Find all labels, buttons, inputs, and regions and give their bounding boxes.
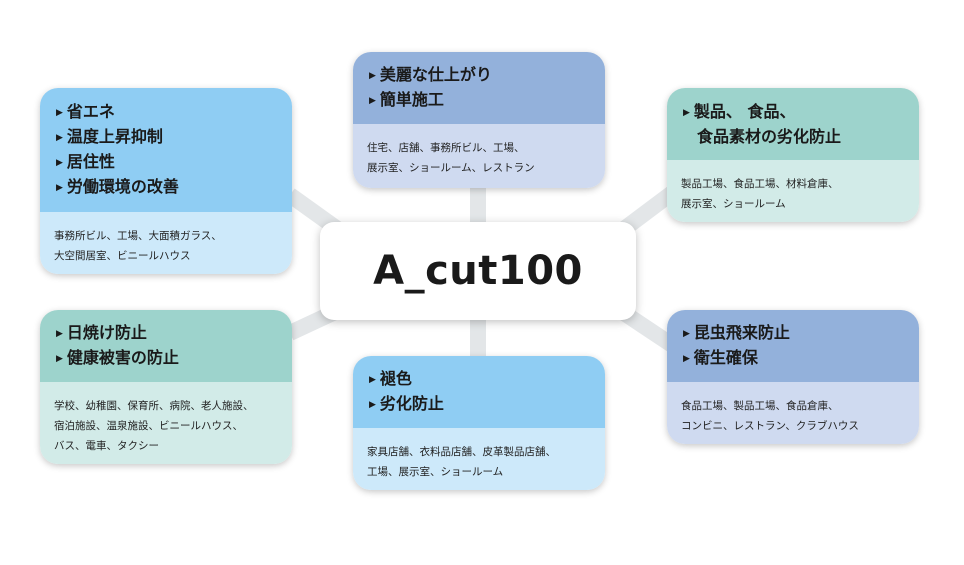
- body-line: 大空間居室、ビニールハウス: [54, 250, 191, 262]
- heading-line: ▶美麗な仕上がり: [369, 63, 593, 88]
- card-body: 家具店舗、衣料品店舗、皮革製品店舗、 工場、展示室、ショールーム: [353, 428, 605, 490]
- body-line: 製品工場、食品工場、材料倉庫、: [681, 178, 839, 190]
- card-body: 製品工場、食品工場、材料倉庫、 展示室、ショールーム: [667, 160, 919, 222]
- body-line: 住宅、店舗、事務所ビル、工場、: [367, 142, 525, 154]
- heading-line: ▶労働環境の改善: [56, 175, 280, 200]
- body-line: 工場、展示室、ショールーム: [367, 466, 504, 478]
- card-heading: ▶日焼け防止 ▶健康被害の防止: [40, 310, 292, 382]
- card-heading: ▶昆虫飛来防止 ▶衛生確保: [667, 310, 919, 382]
- card-heading: ▶褪色 ▶劣化防止: [353, 356, 605, 428]
- bullet-triangle-icon: ▶: [369, 96, 376, 106]
- heading-line: ▶簡単施工: [369, 88, 593, 113]
- body-line: コンビニ、レストラン、クラブハウス: [681, 420, 859, 432]
- heading-line: ▶温度上昇抑制: [56, 125, 280, 150]
- bullet-triangle-icon: ▶: [683, 329, 690, 339]
- bullet-triangle-icon: ▶: [56, 329, 63, 339]
- bullet-triangle-icon: ▶: [56, 158, 63, 168]
- card-body: 事務所ビル、工場、大面積ガラス、 大空間居室、ビニールハウス: [40, 212, 292, 274]
- card-product-protection: ▶製品、 食品、 食品素材の劣化防止 製品工場、食品工場、材料倉庫、 展示室、シ…: [667, 88, 919, 222]
- heading-line: ▶居住性: [56, 150, 280, 175]
- bullet-triangle-icon: ▶: [369, 71, 376, 81]
- card-insect-prevention: ▶昆虫飛来防止 ▶衛生確保 食品工場、製品工場、食品倉庫、 コンビニ、レストラン…: [667, 310, 919, 444]
- bullet-triangle-icon: ▶: [56, 354, 63, 364]
- bullet-triangle-icon: ▶: [369, 400, 376, 410]
- bullet-triangle-icon: ▶: [683, 107, 690, 118]
- card-energy-saving: ▶省エネ ▶温度上昇抑制 ▶居住性 ▶労働環境の改善 事務所ビル、工場、大面積ガ…: [40, 88, 292, 274]
- body-line: 宿泊施設、温泉施設、ビニールハウス、: [54, 420, 243, 432]
- body-line: 家具店舗、衣料品店舗、皮革製品店舗、: [367, 446, 556, 458]
- card-heading: ▶製品、 食品、 食品素材の劣化防止: [667, 88, 919, 160]
- center-product-name: A_cut100: [320, 222, 636, 320]
- bullet-triangle-icon: ▶: [56, 133, 63, 143]
- card-fading-prevention: ▶褪色 ▶劣化防止 家具店舗、衣料品店舗、皮革製品店舗、 工場、展示室、ショール…: [353, 356, 605, 490]
- card-heading: ▶省エネ ▶温度上昇抑制 ▶居住性 ▶労働環境の改善: [40, 88, 292, 212]
- card-easy-finish: ▶美麗な仕上がり ▶簡単施工 住宅、店舗、事務所ビル、工場、 展示室、ショールー…: [353, 52, 605, 188]
- heading-line: ▶褪色: [369, 367, 593, 392]
- card-body: 食品工場、製品工場、食品倉庫、 コンビニ、レストラン、クラブハウス: [667, 382, 919, 444]
- heading-line: 食品素材の劣化防止: [697, 126, 842, 146]
- body-line: 展示室、ショールーム: [681, 198, 786, 210]
- body-line: 食品工場、製品工場、食品倉庫、: [681, 400, 839, 412]
- card-body: 学校、幼稚園、保育所、病院、老人施設、 宿泊施設、温泉施設、ビニールハウス、 バ…: [40, 382, 292, 464]
- body-line: バス、電車、タクシー: [54, 440, 159, 452]
- heading-line: ▶日焼け防止: [56, 321, 280, 346]
- card-heading: ▶美麗な仕上がり ▶簡単施工: [353, 52, 605, 124]
- heading-line: ▶健康被害の防止: [56, 346, 280, 371]
- heading-line: ▶劣化防止: [369, 392, 593, 417]
- body-line: 事務所ビル、工場、大面積ガラス、: [54, 230, 222, 242]
- bullet-triangle-icon: ▶: [683, 354, 690, 364]
- body-line: 展示室、ショールーム、レストラン: [367, 162, 535, 174]
- bullet-triangle-icon: ▶: [369, 375, 376, 385]
- heading-line: ▶製品、 食品、: [683, 100, 907, 125]
- body-line: 学校、幼稚園、保育所、病院、老人施設、: [54, 400, 254, 412]
- card-sunburn-prevention: ▶日焼け防止 ▶健康被害の防止 学校、幼稚園、保育所、病院、老人施設、 宿泊施設…: [40, 310, 292, 464]
- bullet-triangle-icon: ▶: [56, 183, 63, 193]
- heading-line: ▶省エネ: [56, 100, 280, 125]
- card-body: 住宅、店舗、事務所ビル、工場、 展示室、ショールーム、レストラン: [353, 124, 605, 188]
- heading-line: ▶昆虫飛来防止: [683, 321, 907, 346]
- heading-line: ▶衛生確保: [683, 346, 907, 371]
- bullet-triangle-icon: ▶: [56, 108, 63, 118]
